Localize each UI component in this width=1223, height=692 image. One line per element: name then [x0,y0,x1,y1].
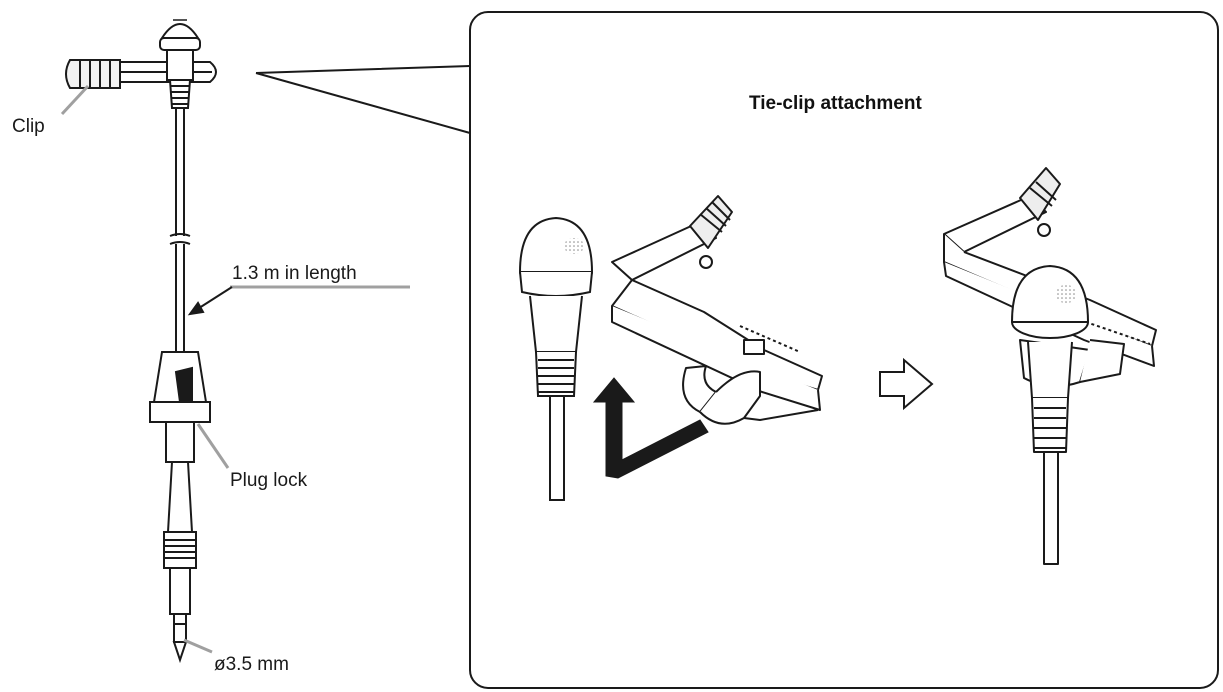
panel-title: Tie-clip attachment [749,93,922,114]
insertion-arrow [592,377,709,479]
plug-lock-label: Plug lock [230,470,308,491]
cable [169,108,191,352]
clip-leader [60,84,90,116]
cable-length-label: 1.3 m in length [232,263,357,284]
clip-with-microphone-attached [943,167,1157,565]
mic-capsule-side-view [159,19,201,109]
leader-lines [60,84,410,654]
callout-panel [255,11,1219,689]
clip-label: Clip [12,116,45,137]
length-arrow [187,286,233,316]
plug-diameter-label: ø3.5 mm [214,654,289,675]
callout-pointer [255,65,471,134]
plug-lock-part [149,351,211,463]
tie-clip-before-attach [611,195,823,425]
result-arrow [879,357,934,411]
mini-jack-plug [163,461,197,664]
lavalier-microphone-assembly [65,19,217,664]
microphone-before-attach [518,216,594,501]
plug-lock-leader [196,423,230,469]
diameter-leader [183,638,213,654]
callout-frame [469,11,1219,689]
